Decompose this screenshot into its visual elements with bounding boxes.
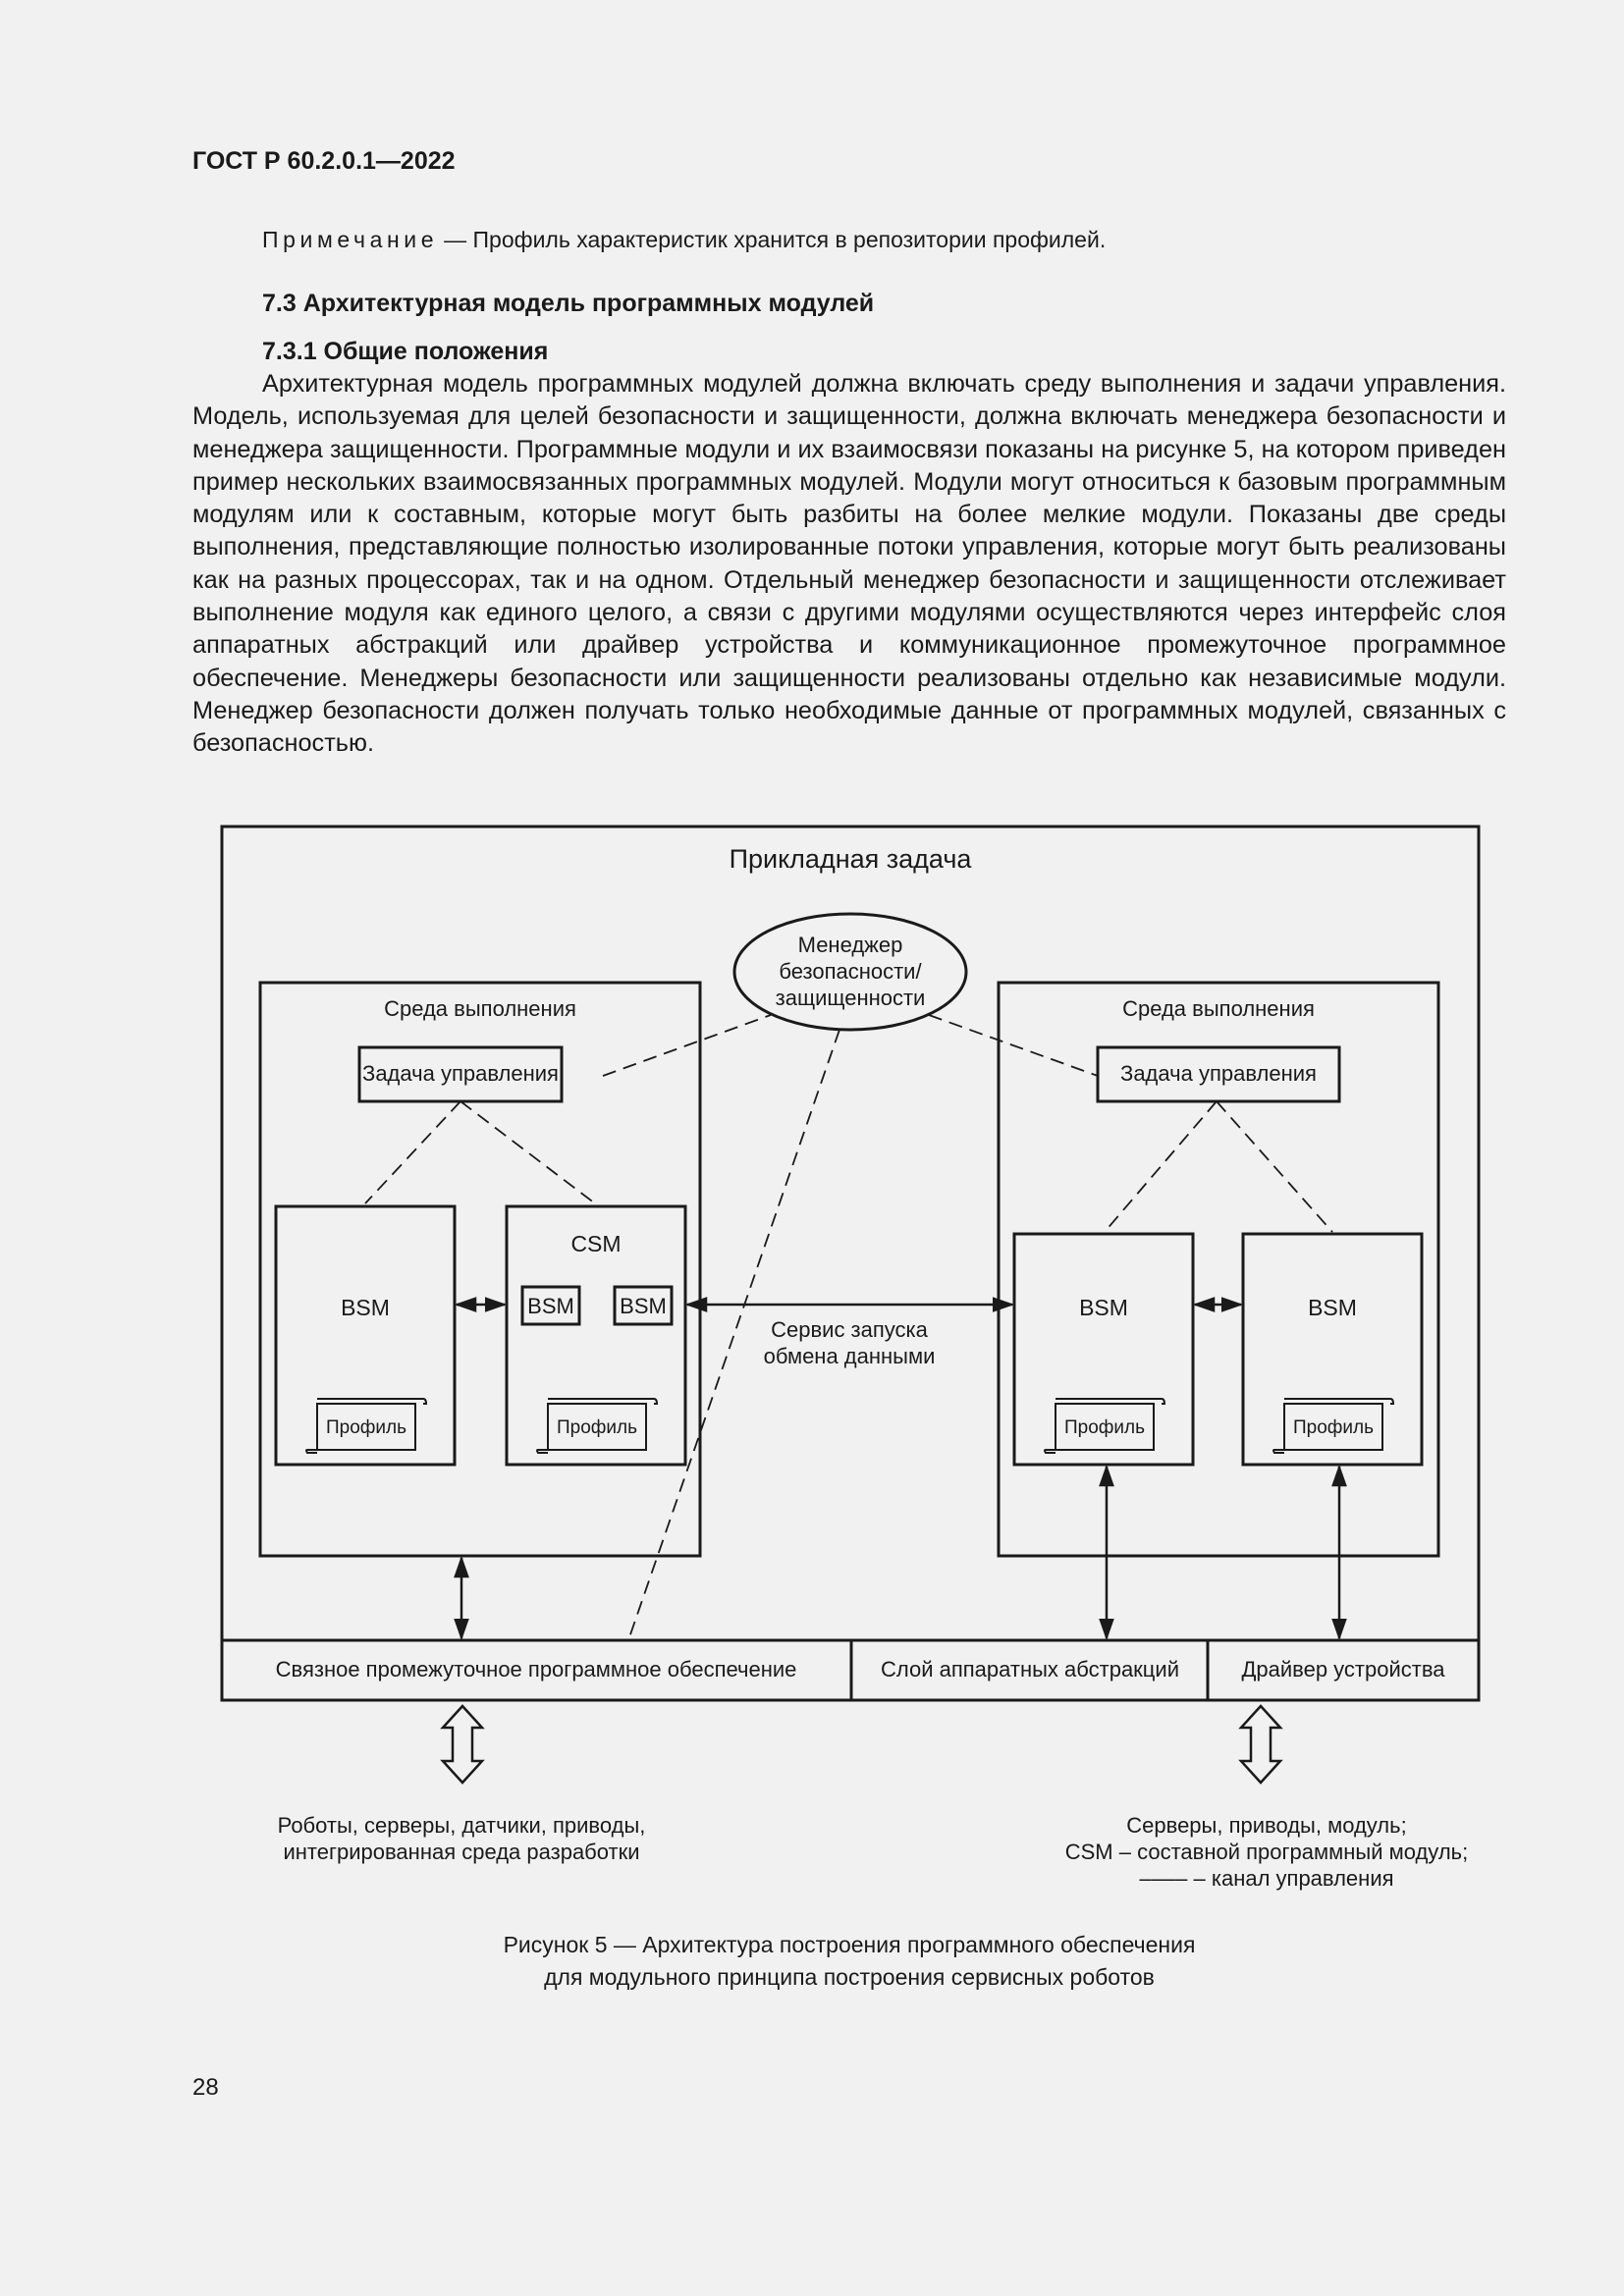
hollow-double-arrow-left [440,1704,485,1785]
csm-inner-bsm-2-label: BSM [620,1294,667,1318]
csm-inner-bsm-2-box [613,1285,674,1326]
manager-label-2: безопасности/ [779,959,922,984]
bsm-right-1-label: BSM [1079,1295,1128,1320]
control-task-left-label: Задача управления [362,1061,559,1086]
runtime-env-right [997,981,1440,1558]
document-header: ГОСТ Р 60.2.0.1—2022 [192,147,456,175]
legend-right: Серверы, приводы, модуль; CSM – составно… [992,1812,1542,1892]
bsm-right-2-label: BSM [1308,1295,1357,1320]
profile-label: Профиль [326,1417,406,1438]
legend-right-line: –––– – канал управления [1139,1866,1394,1891]
note: Примечание— Профиль характеристик хранит… [262,227,1106,253]
runtime-env-left [258,981,702,1558]
runtime-env-left-title: Среда выполнения [384,996,576,1021]
profile-scroll-icon [536,1398,659,1454]
service-label-1: Сервис запуска [771,1317,929,1342]
csm-inner-bsm-1-box [520,1285,581,1326]
middleware-label: Связное промежуточное программное обеспе… [276,1657,797,1682]
caption-line: для модульного принципа построения серви… [544,1964,1155,1990]
legend-left-line: интегрированная среда разработки [283,1840,640,1864]
note-label: Примечание [262,227,439,252]
legend-left: Роботы, серверы, датчики, приводы, интег… [187,1812,736,1865]
csm-label: CSM [570,1231,621,1256]
hal-label: Слой аппаратных абстракций [881,1657,1179,1682]
application-task-box [220,825,1481,1702]
manager-label-3: защищенности [776,986,926,1010]
caption-line: Рисунок 5 — Архитектура построения прогр… [503,1932,1196,1957]
profile-scroll-icon [1044,1398,1166,1454]
note-text: — Профиль характеристик хранится в репоз… [444,227,1107,252]
profile-label: Профиль [1064,1417,1145,1438]
legend-left-line: Роботы, серверы, датчики, приводы, [277,1813,646,1838]
manager-label-1: Менеджер [798,933,903,957]
body-paragraph: Архитектурная модель программных модулей… [192,370,1506,758]
driver-label: Драйвер устройства [1241,1657,1445,1682]
runtime-env-right-title: Среда выполнения [1122,996,1315,1021]
profile-label: Профиль [1293,1417,1374,1438]
safety-manager-ellipse [732,912,968,1032]
csm-inner-bsm-1-label: BSM [527,1294,574,1318]
legend-right-line: Серверы, приводы, модуль; [1126,1813,1407,1838]
csm-box [505,1204,687,1467]
application-task-title: Прикладная задача [730,844,973,874]
bsm-left-label: BSM [341,1295,390,1320]
profile-scroll-icon [1272,1398,1395,1454]
legend-right-line: CSM – составной программный модуль; [1064,1840,1469,1864]
subsection-title: 7.3.1 Общие положения [262,338,549,365]
profile-label: Профиль [557,1417,637,1438]
service-label-2: обмена данными [764,1344,936,1368]
section-title: 7.3 Архитектурная модель программных мод… [262,290,875,317]
profile-scroll-icon [305,1398,428,1454]
bsm-left-box [274,1204,457,1467]
control-task-right-box [1096,1045,1341,1103]
figure-caption: Рисунок 5 — Архитектура построения прогр… [324,1929,1375,1994]
page-number: 28 [192,2074,219,2101]
control-task-right-label: Задача управления [1120,1061,1317,1086]
hollow-double-arrow-right [1238,1704,1283,1785]
